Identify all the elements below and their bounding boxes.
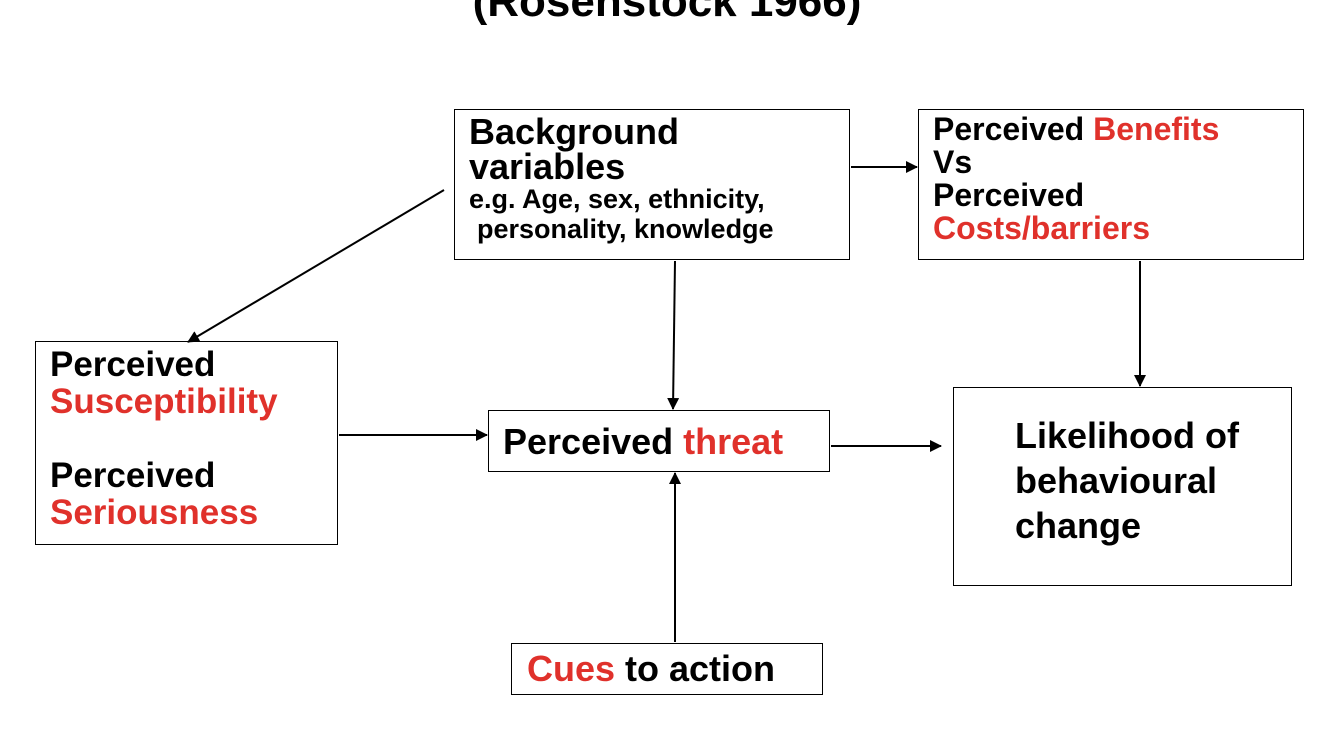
arrow-background-to-susceptibility: [187, 189, 445, 343]
to-action-suffix: to action: [615, 648, 776, 689]
vs-label: Vs: [933, 144, 973, 180]
susceptibility-highlight: Susceptibility: [50, 382, 278, 421]
threat-highlight: threat: [683, 421, 784, 462]
cues-to-action-line: Cues to action: [527, 648, 822, 690]
examples-line-2: personality, knowledge: [477, 214, 774, 244]
perceived-label-2: Perceived: [50, 456, 216, 495]
perceived-threat-line: Perceived threat: [503, 423, 829, 461]
likelihood-of-change-box: Likelihood of behavioural change: [953, 387, 1292, 586]
likelihood-label: Likelihood of: [1015, 415, 1239, 456]
behavioural-label: behavioural: [1015, 460, 1218, 501]
variables-label: variables: [469, 146, 626, 187]
perceived-prefix: Perceived: [503, 421, 684, 462]
perceived-label-1: Perceived: [50, 345, 216, 384]
arrow-background-to-threat: [667, 260, 680, 410]
perceived-threat-box: Perceived threat: [488, 410, 830, 472]
benefits-vs-costs-box: Perceived Benefits Vs Perceived Costs/ba…: [918, 109, 1304, 260]
perceived-prefix: Perceived: [933, 111, 1094, 147]
background-variables-box: Background variables e.g. Age, sex, ethn…: [454, 109, 850, 260]
costs-barriers-highlight: Costs/barriers: [933, 210, 1150, 246]
diagram-title: (Rosenstock 1966): [472, 0, 862, 26]
perceived-benefits-line: Perceived Benefits: [933, 113, 1303, 146]
cues-to-action-box: Cues to action: [511, 643, 823, 695]
benefits-highlight: Benefits: [1093, 111, 1220, 147]
background-label: Background: [469, 111, 680, 152]
cues-highlight: Cues: [527, 648, 616, 689]
seriousness-highlight: Seriousness: [50, 493, 259, 532]
susceptibility-seriousness-box: Perceived Susceptibility Perceived Serio…: [35, 341, 338, 545]
examples-line-1: e.g. Age, sex, ethnicity,: [469, 184, 765, 214]
change-label: change: [1015, 505, 1142, 546]
perceived-label: Perceived: [933, 177, 1085, 213]
